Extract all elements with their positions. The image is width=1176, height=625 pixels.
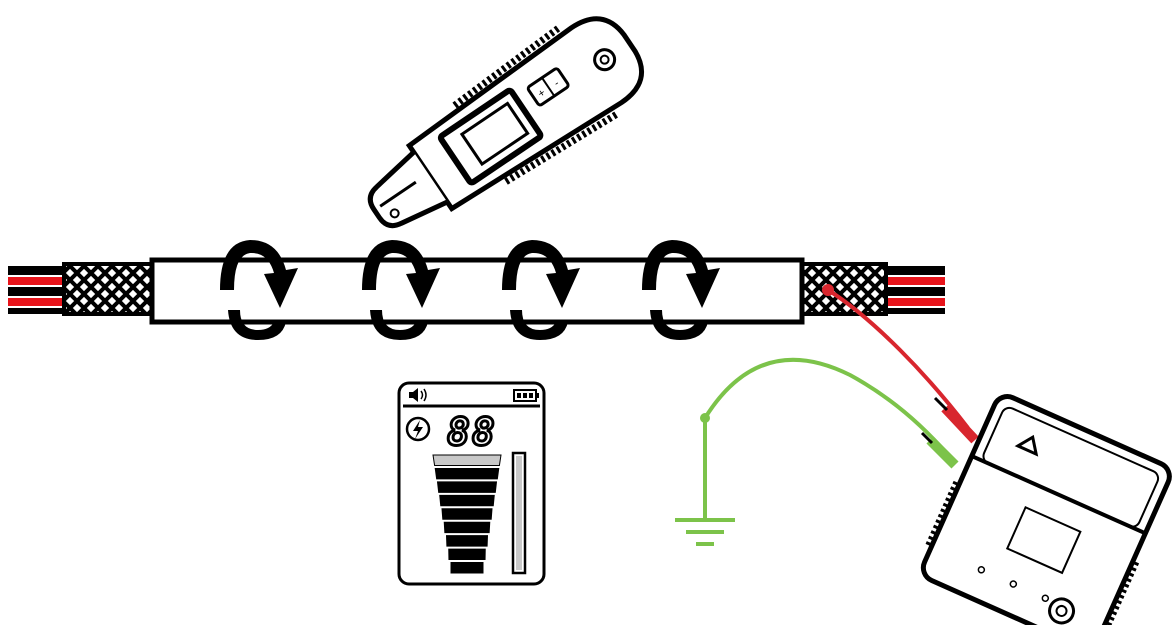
rotation-arrows <box>220 240 720 340</box>
connection-wires <box>675 284 979 546</box>
cable <box>8 257 945 325</box>
speaker-icon <box>409 388 427 402</box>
signal-bar <box>443 521 491 534</box>
receiver-button-pad: + - <box>526 67 570 107</box>
left-braid-shield <box>62 262 156 316</box>
battery-icon <box>513 389 539 402</box>
rotation-arrow-icon <box>642 240 720 340</box>
signal-strength-meter <box>432 454 502 574</box>
signal-bar <box>434 467 500 480</box>
power-button <box>593 48 617 72</box>
signal-bar <box>450 562 484 574</box>
rotation-arrow-icon <box>502 240 580 340</box>
signal-bar <box>448 548 486 561</box>
ground-wire <box>703 357 950 457</box>
signal-bar <box>441 508 493 520</box>
receiver-display: 88 <box>397 381 546 586</box>
signal-bar <box>432 454 502 466</box>
right-braid-shield <box>798 262 888 316</box>
rotation-arrow-icon <box>362 240 440 340</box>
signal-wire-clip <box>822 284 834 296</box>
rotation-arrow-icon <box>220 240 298 340</box>
level-gauge-fill <box>516 456 522 570</box>
ground-symbol-icon <box>675 518 735 546</box>
cable-jacket <box>149 257 805 325</box>
warning-triangle-icon <box>1014 434 1039 457</box>
receiver-device: + - <box>367 16 645 229</box>
signal-wire <box>826 288 970 430</box>
transmitter-power-button <box>1048 597 1076 625</box>
transmitter-device <box>920 394 1172 625</box>
signal-bar <box>445 535 489 547</box>
minus-button: - <box>552 77 562 89</box>
lightning-icon <box>405 416 431 442</box>
seven-segment-digits: 88 <box>447 410 497 454</box>
signal-bar <box>439 494 495 507</box>
level-gauge <box>511 451 527 575</box>
signal-bar <box>436 481 498 493</box>
